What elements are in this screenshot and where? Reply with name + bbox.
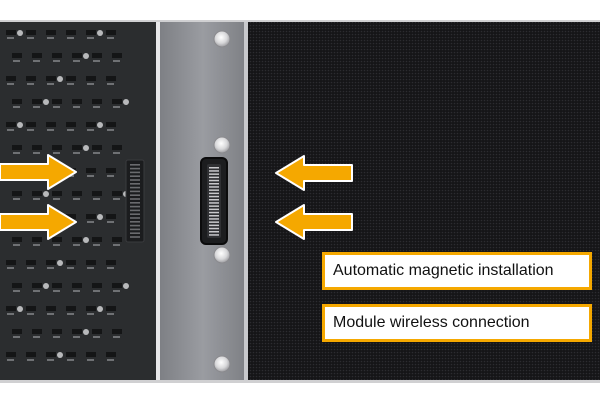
arrow-left-icon <box>275 204 353 240</box>
pcb-divider <box>156 22 160 380</box>
screw-icon <box>213 355 231 373</box>
arrow-left-icon <box>275 155 353 191</box>
magnetic-installation-text: Automatic magnetic installation <box>333 262 554 279</box>
pcb-connector-pins <box>130 164 140 238</box>
screw-icon <box>213 136 231 154</box>
bottom-edge-line <box>0 380 600 383</box>
magnetic-installation-label: Automatic magnetic installation <box>322 252 592 290</box>
arrow-right-icon <box>0 204 77 240</box>
bottom-border <box>0 382 600 400</box>
wireless-connection-text: Module wireless connection <box>333 314 530 331</box>
screw-icon <box>213 30 231 48</box>
arrow-right-icon <box>0 154 77 190</box>
connector-icon <box>200 157 228 245</box>
top-edge-line <box>0 20 600 23</box>
screw-icon <box>213 246 231 264</box>
top-border <box>0 0 600 22</box>
frame-edge <box>244 22 248 380</box>
wireless-connection-label: Module wireless connection <box>322 304 592 342</box>
